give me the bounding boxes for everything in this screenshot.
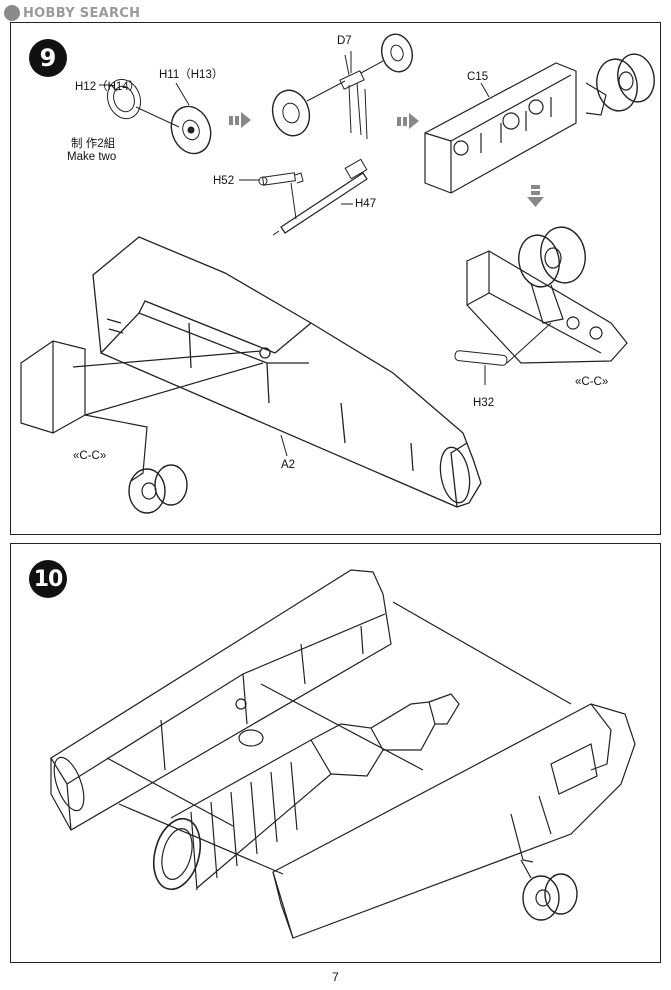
wheel-h12-part (106, 78, 142, 120)
part-h32 (454, 322, 552, 385)
hobby-search-logo-icon (4, 5, 20, 21)
section-label-cc-right: «C-C» (575, 376, 609, 388)
part-label-c15: C15 (467, 71, 489, 83)
leader-line (175, 82, 190, 106)
arrow-down-icon (527, 185, 544, 207)
strut-d7-assembly (271, 33, 414, 140)
watermark-text: HOBBY SEARCH (23, 5, 141, 21)
part-label-h11: H11（H13） (159, 69, 224, 81)
make-two-en-label: Make two (67, 151, 117, 163)
section-label-cc-left: «C-C» (73, 450, 107, 462)
page-number: 7 (332, 970, 339, 984)
assembly-line (392, 601, 572, 705)
step-10-drawing (50, 569, 636, 939)
part-label-h32: H32 (473, 397, 495, 409)
assembly-line (118, 803, 284, 875)
part-label-a2: A2 (281, 459, 296, 471)
make-two-jp-label: 制 作2組 (71, 138, 116, 150)
part-label-h12: H12（H14） (75, 81, 141, 93)
leader-line (99, 84, 118, 92)
assembled-wheel-bay (466, 226, 628, 364)
fuselage-half-left (50, 569, 392, 831)
step-9-panel: 9 (10, 22, 661, 535)
part-label-h52: H52 (213, 175, 235, 187)
step-9-drawing (20, 33, 655, 514)
wheel-h11-part (170, 105, 212, 155)
arrow-right-icon (397, 113, 419, 129)
leader-line (480, 82, 490, 98)
arrow-right-icon (229, 112, 251, 128)
main-gear-assembly (20, 340, 264, 514)
wheel-bay-c15 (424, 53, 655, 194)
assembly-line (260, 683, 424, 771)
step-number-badge: 10 (29, 560, 67, 598)
leader-line (280, 434, 288, 457)
assembly-line (106, 757, 234, 827)
fuselage-half-right (272, 703, 636, 939)
part-label-d7: D7 (337, 35, 352, 47)
part-label-h47: H47 (355, 198, 377, 210)
step-10-panel: 10 (10, 543, 661, 963)
step-number-badge: 9 (29, 39, 67, 77)
watermark: HOBBY SEARCH (4, 4, 140, 22)
engine-assembly (152, 693, 460, 891)
fuselage-half-a2 (92, 236, 482, 508)
part-h52 (258, 172, 304, 186)
strut-h47-part (272, 158, 368, 236)
